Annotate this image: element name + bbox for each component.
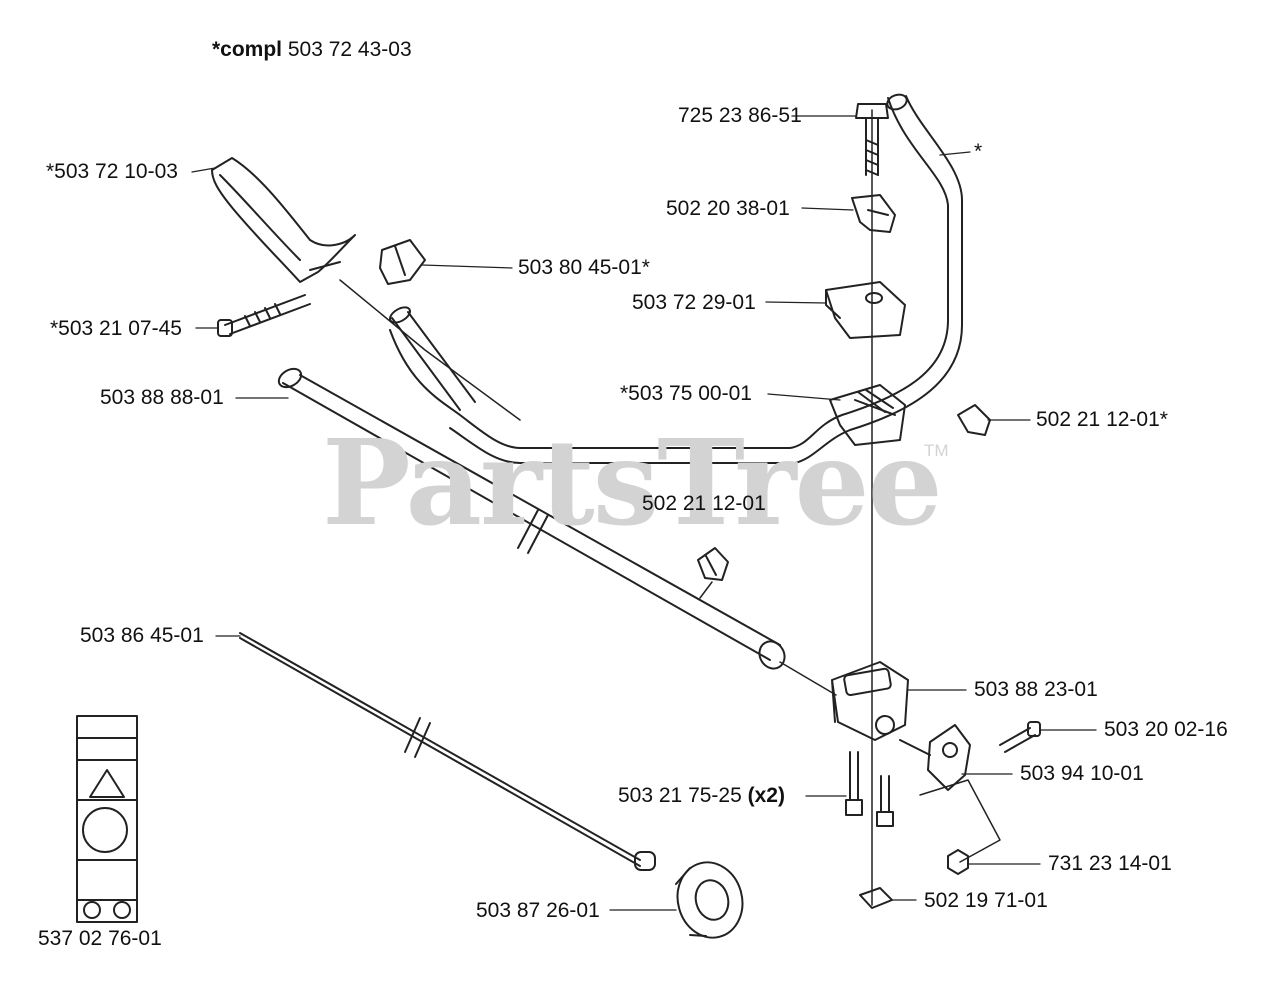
shaft-bracket-hole — [875, 715, 895, 735]
part-label-p2[interactable]: * — [974, 140, 983, 163]
rear-grip-end — [389, 306, 411, 324]
part-label-p14[interactable]: 503 20 02-16 — [1104, 718, 1228, 741]
handle-bolt-head — [855, 103, 889, 119]
throttle-detail — [219, 174, 341, 271]
watermark: PartsTree — [322, 413, 943, 552]
nut-leader — [919, 779, 1001, 863]
clamp-top — [825, 281, 906, 339]
bracket-screw-right — [876, 775, 894, 827]
clip-part — [379, 239, 426, 285]
drive-shaft-break — [404, 717, 431, 758]
guard-wheel-inner — [694, 879, 730, 921]
part-label-p15-number: 503 21 75-25 — [618, 784, 742, 807]
decal-circle — [82, 807, 128, 853]
decal-circle-small-b — [113, 901, 131, 919]
handle-clip — [957, 404, 991, 436]
bearing-housing-hole — [942, 742, 958, 758]
guard-wheel-rim — [675, 867, 707, 937]
decal-rows — [76, 737, 138, 901]
part-label-p11[interactable]: 502 21 12-01 — [642, 492, 766, 515]
throttle-cable — [339, 279, 521, 421]
part-label-p9[interactable]: *503 75 00-01 — [620, 382, 752, 405]
part-label-p10[interactable]: 502 21 12-01* — [1036, 408, 1168, 431]
throttle-screw-thread — [244, 303, 281, 327]
part-label-p1[interactable]: 725 23 86-51 — [678, 104, 802, 127]
handle-bolt-thread — [865, 139, 879, 176]
part-label-p8[interactable]: 503 88 88-01 — [100, 386, 224, 409]
part-label-p15-qty: (x2) — [747, 784, 785, 807]
shaft-clip — [697, 547, 729, 581]
assembly-number: *compl 503 72 43-03 — [212, 38, 412, 62]
bracket-screw-left — [845, 751, 863, 816]
shaft-cable — [779, 661, 837, 696]
main-shaft-front — [277, 367, 303, 389]
drive-shaft — [239, 632, 641, 867]
decal-circle-small-a — [83, 901, 101, 919]
leader-p4 — [801, 207, 854, 211]
housing-screw — [999, 727, 1036, 753]
rear-grip-tube — [391, 311, 476, 411]
leader-p2 — [939, 151, 971, 156]
throttle-handle — [211, 157, 356, 283]
leader-p5 — [421, 264, 513, 269]
part-label-p4[interactable]: 502 20 38-01 — [666, 197, 790, 220]
part-label-p16[interactable]: 503 94 10-01 — [1020, 762, 1144, 785]
assembly-prefix: *compl — [212, 38, 283, 61]
guard-wheel — [676, 861, 744, 939]
part-label-p7[interactable]: *503 21 07-45 — [50, 317, 182, 340]
shaft-bracket-slot — [843, 667, 892, 697]
base-plate — [859, 887, 893, 909]
part-label-p6[interactable]: 503 72 29-01 — [632, 291, 756, 314]
clamp-bottom — [829, 384, 906, 446]
shaft-break — [517, 509, 549, 554]
clamp-bottom-ribs — [857, 389, 894, 413]
part-label-p12[interactable]: 503 86 45-01 — [80, 624, 204, 647]
lock-nut — [947, 849, 969, 875]
drive-shaft-coupling — [634, 851, 656, 871]
leader-p6 — [765, 301, 827, 304]
main-shaft-end — [758, 640, 786, 670]
leader-p3 — [191, 167, 216, 173]
leader-p9 — [767, 393, 841, 401]
part-label-p19[interactable]: 502 19 71-01 — [924, 889, 1048, 912]
part-label-p5[interactable]: 503 80 45-01* — [518, 256, 650, 279]
decal-label — [76, 715, 138, 923]
part-label-p20[interactable]: 537 02 76-01 — [38, 927, 162, 950]
part-label-p13[interactable]: 503 88 23-01 — [974, 678, 1098, 701]
handle-end — [886, 93, 908, 111]
handle-bar — [389, 95, 963, 464]
main-shaft — [282, 374, 781, 661]
shaft-bracket — [831, 661, 909, 741]
bearing-housing — [899, 724, 971, 791]
decal-warning-sign — [89, 769, 125, 798]
assembly-code: 503 72 43-03 — [287, 38, 412, 61]
shaft-clip-lead — [699, 581, 713, 599]
part-label-p3[interactable]: *503 72 10-03 — [46, 160, 178, 183]
part-label-p15[interactable]: 503 21 75-25 (x2) — [618, 784, 785, 808]
part-label-p18[interactable]: 503 87 26-01 — [476, 899, 600, 922]
housing-screw-head — [1027, 721, 1041, 737]
watermark-trademark: TM — [924, 441, 949, 460]
clamp-top-hole — [865, 292, 883, 304]
part-label-p17[interactable]: 731 23 14-01 — [1048, 852, 1172, 875]
wing-knob — [851, 194, 896, 233]
